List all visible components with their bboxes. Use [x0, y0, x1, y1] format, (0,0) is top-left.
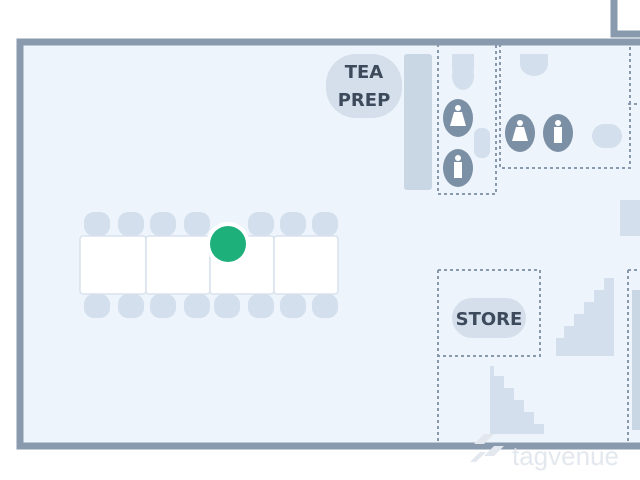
location-marker-icon[interactable] [206, 222, 250, 266]
table-section [273, 235, 339, 295]
toilet-fixture-icon [520, 54, 548, 76]
tea-prep-room: TEA PREP [326, 54, 402, 118]
store-enclosure [437, 269, 541, 446]
stairs-icon [490, 366, 544, 434]
upper-wall [610, 0, 640, 38]
chairs-top [84, 212, 338, 236]
watermark-text: tagvenue [512, 441, 619, 471]
toilet-block-2-enclosure [499, 44, 631, 169]
toilet-fixture-icon [452, 62, 474, 90]
chairs-bottom [84, 294, 338, 318]
stairs-icon [556, 278, 614, 356]
right-room-enclosure-2 [627, 269, 640, 446]
store-label: STORE [456, 309, 523, 330]
female-toilet-icon [505, 114, 535, 152]
tea-prep-label-line1: TEA [345, 62, 384, 83]
outer-wall [16, 38, 640, 450]
tea-prep-label-line2: PREP [338, 90, 391, 111]
watermark: tagvenue [470, 434, 619, 471]
right-counter [632, 290, 640, 430]
table-section [145, 235, 211, 295]
store-room: STORE [452, 298, 526, 338]
male-toilet-icon [443, 149, 473, 187]
tea-prep-counter [404, 54, 432, 190]
sink-icon [474, 128, 490, 158]
male-toilet-icon [543, 114, 573, 152]
banquet-table [79, 235, 339, 295]
table-section [79, 235, 147, 295]
stairs-icon [620, 200, 640, 236]
tagvenue-logo-icon [470, 434, 504, 462]
toilet-block-1-enclosure [437, 44, 497, 195]
female-toilet-icon [443, 99, 473, 137]
sink-icon [592, 124, 622, 148]
